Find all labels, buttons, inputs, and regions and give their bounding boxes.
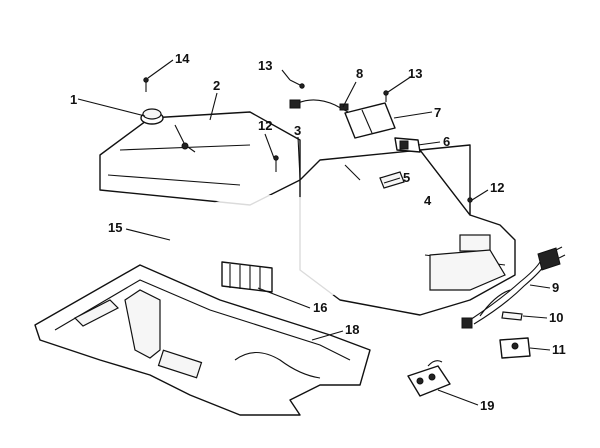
callout-4: 4 (424, 193, 432, 208)
callout-10: 10 (549, 310, 563, 325)
callout-16: 16 (313, 300, 327, 315)
callout-8: 8 (356, 66, 363, 81)
callout-15: 15 (108, 220, 122, 235)
strain-relief-pin (501, 311, 523, 321)
base-plate (34, 264, 371, 416)
screw-13-left (289, 79, 305, 89)
callout-18: 18 (345, 322, 359, 337)
knob (140, 108, 164, 125)
screw-12-right (467, 197, 473, 214)
screw-13-right (383, 90, 389, 102)
leader-lines (77, 59, 551, 406)
callout-12-right: 12 (490, 180, 504, 195)
screw-14 (143, 77, 149, 92)
callout-6: 6 (443, 134, 450, 149)
callout-5: 5 (403, 170, 410, 185)
callout-19: 19 (480, 398, 494, 413)
screws (143, 77, 473, 214)
callout-labels: 1 2 3 4 5 6 7 8 9 10 11 12 12 13 13 14 1… (70, 51, 566, 413)
callout-3: 3 (294, 123, 301, 138)
callout-2: 2 (213, 78, 220, 93)
callout-11: 11 (552, 342, 566, 357)
callout-12-center: 12 (258, 118, 272, 133)
cord-clip (499, 337, 531, 359)
lever-bracket (174, 124, 196, 153)
switch-assembly (289, 99, 396, 139)
callout-14: 14 (175, 51, 190, 66)
terminal-6 (394, 137, 421, 153)
callout-13-right: 13 (408, 66, 422, 81)
callout-13-left: 13 (258, 58, 272, 73)
circuit-board (407, 360, 451, 397)
duct-channel (124, 261, 273, 359)
callout-7: 7 (434, 105, 441, 120)
power-cord (461, 246, 566, 329)
callout-9: 9 (552, 280, 559, 295)
callout-1: 1 (70, 92, 77, 107)
